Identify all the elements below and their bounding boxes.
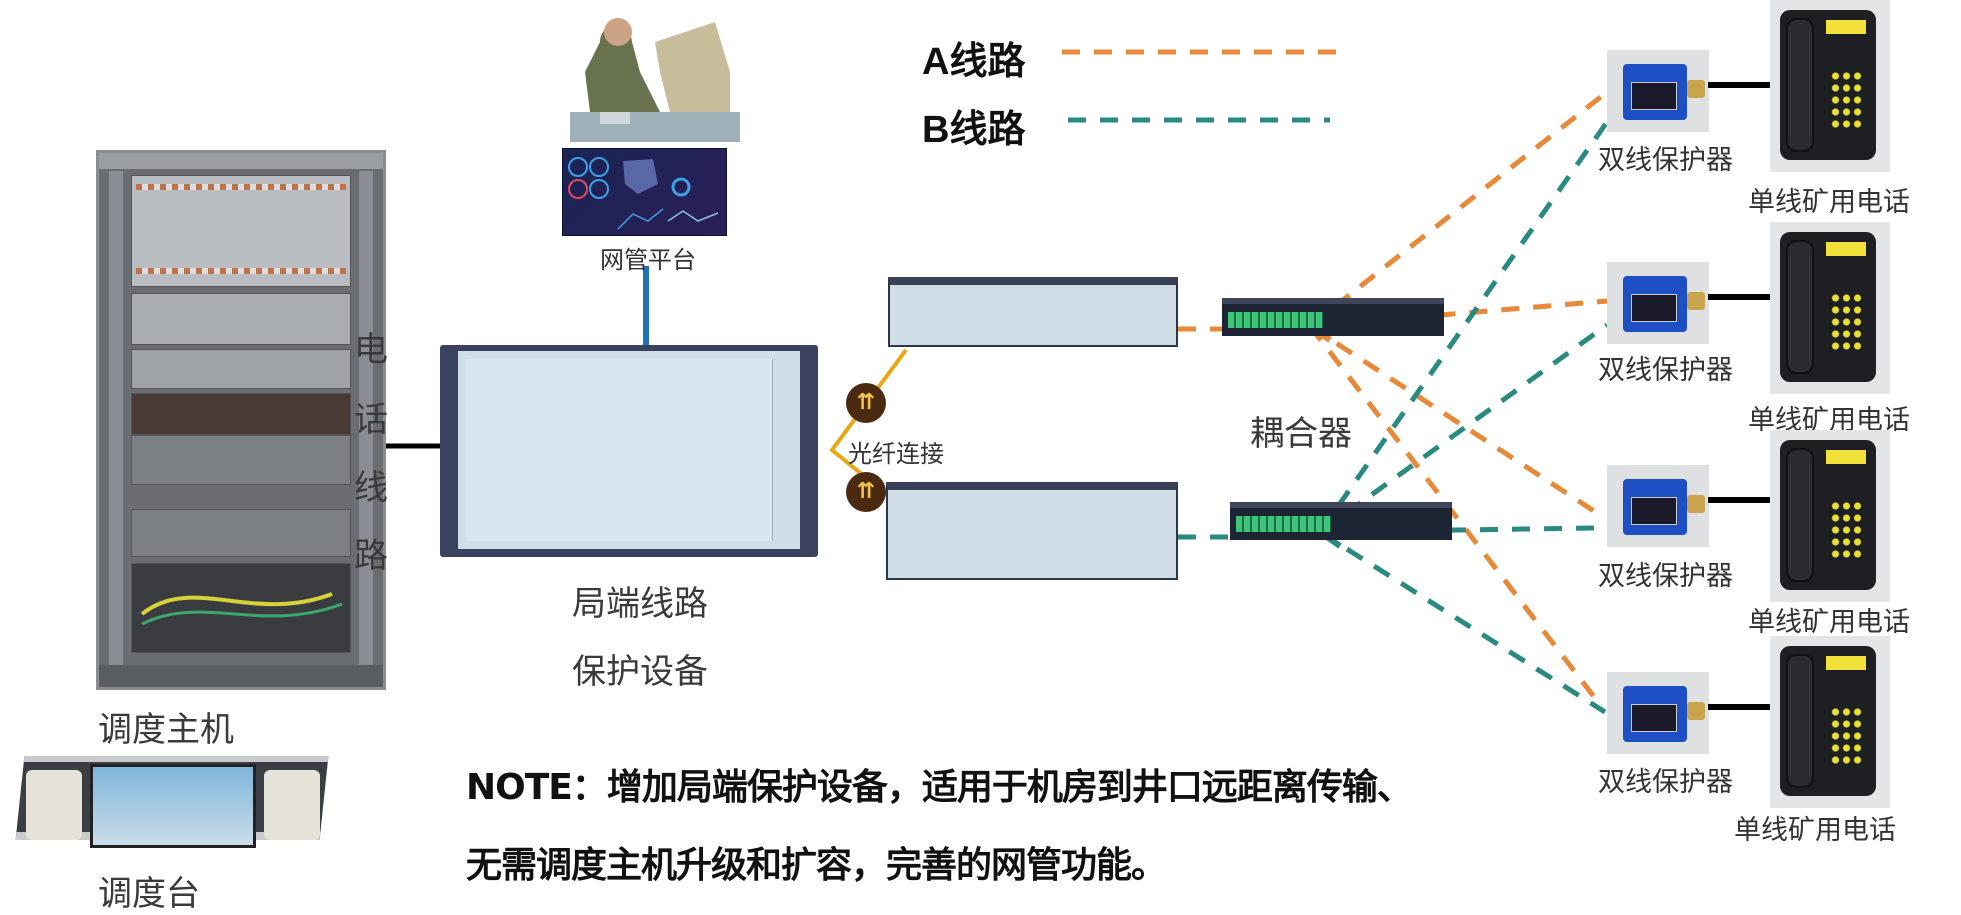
- chassis-card: [466, 359, 484, 541]
- dispatch-host-cabinet: [96, 150, 386, 690]
- protector-box-icon: [1623, 64, 1687, 120]
- chassis-card: [568, 359, 586, 541]
- mining-phone-icon: [1770, 222, 1890, 394]
- coupler-label: 耦合器: [1250, 414, 1352, 454]
- chassis-card: [551, 359, 569, 541]
- note-line-2: 无需调度主机升级和扩容，完善的网管功能。: [466, 845, 1167, 886]
- dispatch-console-label: 调度台: [98, 874, 200, 914]
- console-screen: [90, 764, 256, 848]
- protector-box-icon: [1623, 276, 1687, 332]
- mining-phone-icon: [1770, 0, 1890, 172]
- chassis-card: [534, 359, 552, 541]
- dispatch-console: [8, 744, 329, 854]
- chassis-card: [517, 359, 535, 541]
- phone-label: 单线矿用电话: [1748, 187, 1910, 218]
- chassis-card: [721, 359, 739, 541]
- dual-line-protector: [1607, 465, 1709, 547]
- b-line-to-protector-4: [1318, 529, 1607, 715]
- protector-label: 双线保护器: [1598, 561, 1733, 592]
- chassis-card: [653, 359, 671, 541]
- dual-line-protector: [1607, 262, 1709, 344]
- protector-phone-link: [1708, 704, 1770, 710]
- phone-line-label-char-3: 线: [354, 468, 388, 508]
- legend-a-label: A线路: [922, 41, 1026, 83]
- dual-line-protector: [1607, 50, 1709, 132]
- local-protection-label-line2: 保护设备: [572, 652, 708, 692]
- chassis-card: [704, 359, 722, 541]
- chassis-card: [619, 359, 637, 541]
- chassis-card: [636, 359, 654, 541]
- phone-label: 单线矿用电话: [1748, 607, 1910, 638]
- fiber-connector-icon-top: ⇈: [846, 383, 886, 423]
- fiber-label: 光纤连接: [848, 440, 944, 468]
- b-line-to-protector-1: [1317, 120, 1610, 534]
- a-line-to-protector-4: [1308, 324, 1600, 704]
- protector-label: 双线保护器: [1598, 355, 1733, 386]
- local-line-protection-chassis: [440, 345, 818, 557]
- protector-box-icon: [1623, 686, 1687, 742]
- coupler-b: [1230, 502, 1452, 540]
- nms-dashboard-screen: [562, 148, 727, 236]
- b-line-to-protector-2: [1318, 322, 1609, 535]
- protector-label: 双线保护器: [1598, 145, 1733, 176]
- fiber-connector-icon-bottom: ⇈: [846, 472, 886, 512]
- note-line-1: NOTE：增加局端保护设备，适用于机房到井口远距离传输、: [466, 767, 1413, 808]
- a-line-paths: [1062, 49, 1609, 704]
- dual-line-protector: [1607, 672, 1709, 754]
- protector-phone-link: [1708, 294, 1770, 300]
- operator-at-computer-icon: [570, 18, 740, 142]
- protector-phone-link: [1708, 497, 1770, 503]
- chassis-card: [687, 359, 705, 541]
- chassis-card: [670, 359, 688, 541]
- dashboard-graphics-icon: [568, 157, 719, 230]
- console-phone-right-icon: [264, 770, 320, 840]
- a-line-to-protector-1: [1308, 90, 1609, 328]
- chassis-card: [483, 359, 501, 541]
- remote-device-a: [888, 277, 1178, 347]
- phone-line-label-char-1: 电: [354, 330, 388, 370]
- protector-phone-link: [1708, 82, 1770, 88]
- chassis-card: [500, 359, 518, 541]
- ground-cable-icon: [140, 592, 343, 626]
- remote-device-b: [886, 482, 1178, 580]
- chassis-card: [602, 359, 620, 541]
- chassis-card: [738, 359, 756, 541]
- nms-platform-label: 网管平台: [600, 246, 696, 274]
- chassis-card: [755, 359, 773, 541]
- protector-label: 双线保护器: [1598, 767, 1733, 798]
- a-line-to-protector-3: [1308, 323, 1599, 516]
- coupler-a: [1222, 298, 1444, 336]
- chassis-card: [585, 359, 603, 541]
- console-phone-left-icon: [26, 770, 82, 840]
- dispatch-host-label: 调度主机: [98, 710, 234, 750]
- mining-phone-icon: [1770, 430, 1890, 602]
- mining-phone-icon: [1770, 636, 1890, 808]
- operator-illustration: [560, 12, 745, 150]
- protector-box-icon: [1623, 479, 1687, 535]
- legend-b-label: B线路: [922, 109, 1026, 151]
- phone-line-label-char-2: 话: [354, 400, 388, 440]
- local-protection-label-line1: 局端线路: [572, 584, 708, 624]
- phone-label: 单线矿用电话: [1734, 815, 1896, 846]
- phone-line-label-char-4: 路: [354, 536, 388, 576]
